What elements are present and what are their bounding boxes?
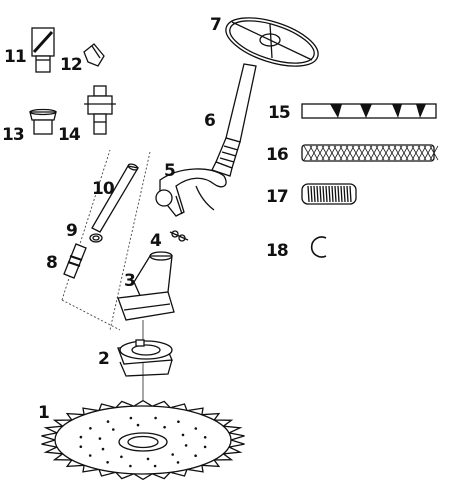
part-16-braided-hose[interactable]	[301, 144, 439, 162]
part-8-plug[interactable]	[63, 243, 87, 279]
disc-hole	[154, 416, 157, 420]
part-9-ring[interactable]	[89, 233, 103, 243]
part-14-valve[interactable]	[84, 85, 116, 135]
disc-hole	[181, 433, 185, 437]
part-2-collar-ring[interactable]	[117, 339, 173, 377]
disc-hole	[88, 454, 92, 457]
label-5: 5	[164, 161, 175, 181]
assembly-guide-line-left	[61, 149, 121, 331]
disc-hole	[146, 457, 150, 461]
label-16: 16	[266, 145, 288, 165]
disc-hole	[194, 427, 198, 430]
part-12-angled-connector[interactable]	[83, 43, 105, 67]
label-18: 18	[266, 241, 288, 261]
disc-hole	[101, 447, 105, 451]
disc-hole	[177, 420, 180, 424]
part-15-hose-section[interactable]	[301, 103, 437, 119]
disc-hole	[106, 420, 110, 423]
label-9: 9	[66, 221, 77, 241]
label-17: 17	[266, 187, 288, 207]
disc-hole	[129, 464, 132, 468]
disc-hole	[153, 464, 157, 468]
disc-hole	[136, 423, 140, 427]
disc-hole	[79, 445, 83, 449]
disc-hole	[171, 453, 174, 456]
disc-hole	[163, 425, 166, 429]
disc-hole	[194, 454, 197, 458]
label-4: 4	[150, 231, 162, 251]
disc-hole	[184, 444, 188, 447]
disc-hole	[203, 436, 207, 439]
assembly-guide-line-right	[109, 151, 151, 331]
label-10: 10	[92, 179, 115, 199]
part-4-screws[interactable]	[169, 230, 189, 242]
part-17-coil-spring[interactable]	[301, 183, 357, 205]
part-1-toothed-disc[interactable]	[41, 399, 245, 481]
disc-hole	[98, 437, 102, 440]
disc-hole	[129, 416, 133, 420]
label-13: 13	[2, 125, 24, 145]
label-1: 1	[38, 403, 49, 423]
disc-hole	[112, 428, 115, 431]
disc-hole	[106, 461, 109, 464]
part-6-swivel-shaft[interactable]	[211, 63, 257, 177]
label-3: 3	[124, 271, 135, 291]
label-8: 8	[46, 253, 57, 273]
disc-hole	[203, 445, 207, 449]
label-2: 2	[98, 349, 109, 369]
part-13-collar[interactable]	[29, 108, 57, 135]
label-7: 7	[210, 15, 221, 35]
label-11: 11	[4, 47, 26, 67]
disc-hole	[79, 435, 83, 439]
label-14: 14	[58, 125, 81, 145]
label-12: 12	[60, 55, 82, 75]
part-5-bracket[interactable]	[155, 168, 227, 217]
part-3-housing[interactable]	[117, 251, 175, 321]
disc-hole	[120, 455, 123, 459]
part-7-deflector-wheel[interactable]	[220, 8, 324, 76]
disc-hole	[176, 461, 180, 464]
disc-hole	[89, 427, 92, 430]
part-10-tube[interactable]	[91, 163, 140, 233]
part-11-fitting[interactable]	[31, 27, 55, 73]
label-15: 15	[268, 103, 290, 123]
label-6: 6	[204, 111, 215, 131]
part-18-clip[interactable]	[310, 236, 327, 258]
